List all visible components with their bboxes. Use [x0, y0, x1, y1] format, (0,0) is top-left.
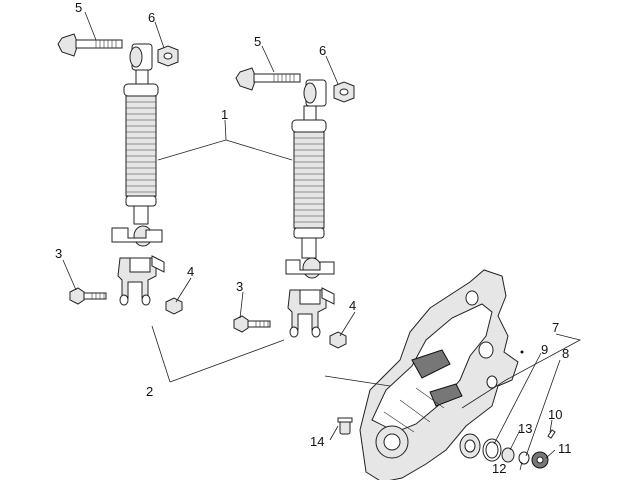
bolt-lower-left [69, 287, 107, 305]
gear-11 [531, 451, 549, 469]
callout-6b: 6 [319, 43, 326, 58]
callout-2: 2 [146, 384, 153, 399]
spring-left [123, 83, 159, 207]
callout-7: 7 [552, 320, 559, 335]
spring-right [291, 119, 327, 239]
bolt-top-left [57, 33, 123, 57]
callout-10: 10 [548, 407, 562, 422]
shock-absorber-right [233, 67, 355, 349]
callout-labels: 5 6 5 6 1 3 4 3 4 2 7 9 8 10 13 14 11 12 [55, 0, 572, 476]
callout-1: 1 [221, 107, 228, 122]
callout-9: 9 [541, 342, 548, 357]
callout-3b: 3 [236, 279, 243, 294]
callout-5a: 5 [75, 0, 82, 15]
callout-4a: 4 [187, 264, 194, 279]
callout-14: 14 [310, 434, 324, 449]
mount-bracket-left [111, 227, 165, 306]
dot-9 [520, 350, 524, 354]
callout-11: 11 [558, 441, 572, 456]
bolt-lower-right [233, 315, 271, 333]
nut-top-left [157, 45, 179, 67]
callout-8: 8 [562, 346, 569, 361]
nut-lower-right [329, 331, 347, 349]
leader-lines [62, 11, 582, 471]
bearing-13 [459, 433, 530, 465]
callout-4b: 4 [349, 298, 356, 313]
key-10 [547, 429, 556, 439]
mount-bracket-right [285, 259, 335, 338]
callout-5b: 5 [254, 34, 261, 49]
callout-6a: 6 [148, 10, 155, 25]
nut-lower-left [165, 297, 183, 315]
swing-arm-housing [359, 269, 519, 480]
callout-3a: 3 [55, 246, 62, 261]
shock-absorber-left [57, 33, 183, 315]
bolt-top-right [235, 67, 301, 91]
nut-top-right [333, 81, 355, 103]
callout-13: 13 [518, 421, 532, 436]
fitting-14 [337, 417, 353, 435]
callout-12: 12 [492, 461, 506, 476]
